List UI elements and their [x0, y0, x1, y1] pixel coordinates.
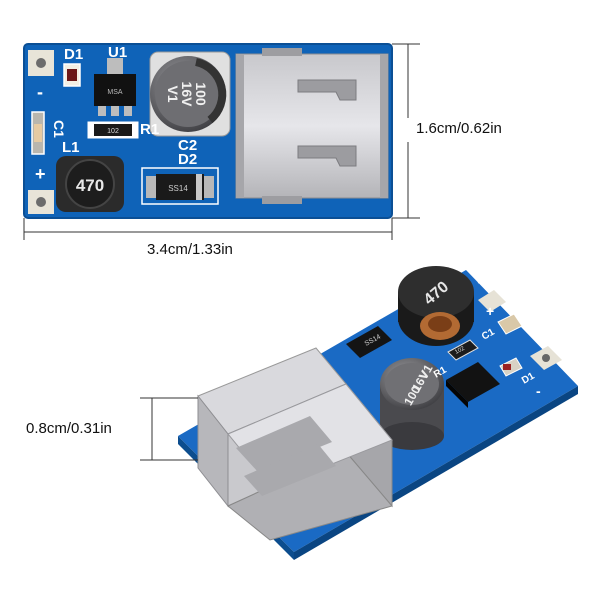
label-d2: D2 — [178, 151, 197, 168]
cap-marking-top-2: 16V — [179, 82, 195, 108]
cap-marking-top-3: V1 — [165, 85, 181, 102]
label-plus-top: + — [35, 164, 46, 184]
label-minus-top: - — [37, 82, 43, 102]
diode-marking-top: SS14 — [168, 184, 188, 193]
thickness-dimension-label: 0.8cm/0.31in — [26, 420, 112, 437]
resistor-marking-iso: 102 — [454, 345, 466, 355]
resistor-marking-top: 102 — [107, 128, 119, 135]
width-dimension — [23, 218, 393, 240]
label-c2: C2 — [178, 137, 197, 154]
label-minus-iso: - — [536, 383, 541, 399]
usb-port-top — [235, 53, 389, 199]
label-l1: L1 — [62, 139, 80, 156]
svg-text:MSA: MSA — [107, 89, 123, 96]
label-r1: R1 — [140, 121, 159, 138]
inductor-marking-top: 470 — [76, 176, 104, 195]
diode-d2 — [141, 167, 219, 205]
label-c1: C1 — [51, 120, 67, 138]
height-dimension — [392, 43, 420, 219]
label-plus-iso: + — [486, 303, 494, 319]
label-l1-iso: L1 — [474, 270, 491, 287]
width-dimension-label: 3.4cm/1.33in — [147, 241, 233, 258]
thickness-dimension — [140, 397, 198, 461]
board-iso-view: SS14 102 470 100 16V V1 L1 + C1 D1 - — [178, 266, 578, 560]
label-d1: D1 — [64, 46, 83, 63]
cap-marking-iso-3: V1 — [416, 362, 436, 382]
cap-marking-top-1: 100 — [193, 82, 209, 106]
height-dimension-label: 1.6cm/0.62in — [416, 120, 502, 137]
chip-u1 — [94, 74, 136, 106]
label-u1: U1 — [108, 44, 127, 61]
